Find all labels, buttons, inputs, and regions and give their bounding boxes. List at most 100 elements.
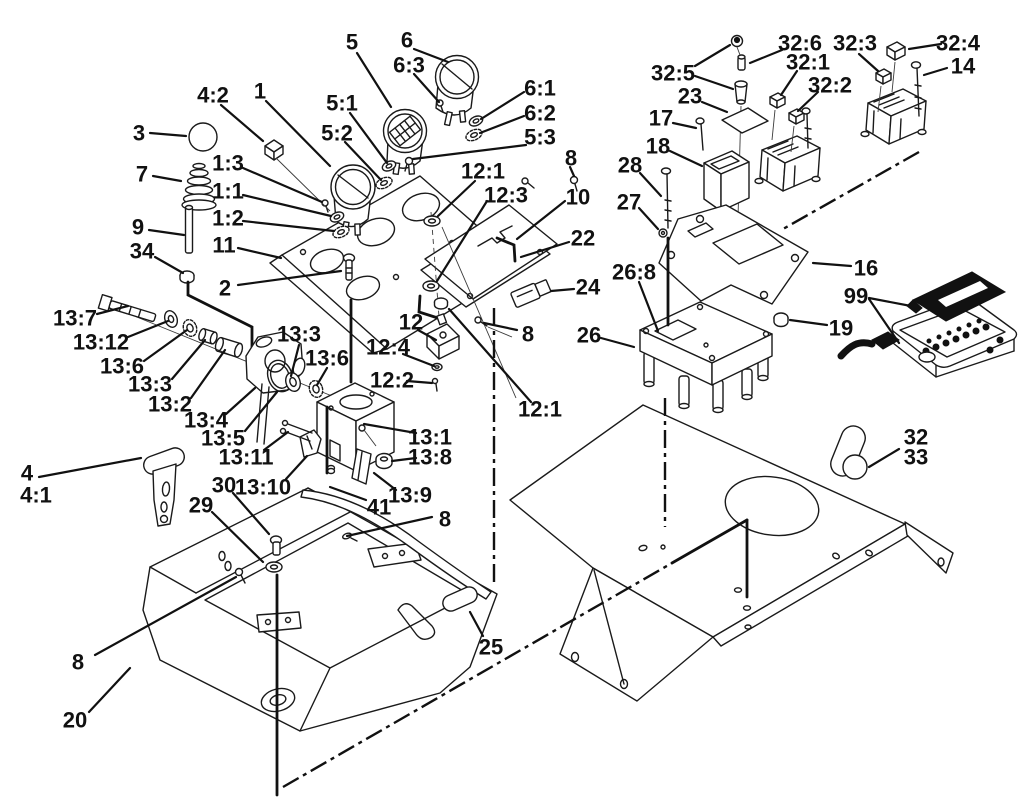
leader-1-3 — [241, 166, 324, 204]
callout-1-4: 1 — [254, 79, 266, 104]
callout-5-2-6: 5:2 — [321, 121, 353, 146]
callout-6-1-7: 6:1 — [524, 76, 556, 101]
plate-13-9 — [351, 448, 372, 485]
callout-8-10: 8 — [565, 146, 577, 171]
callout-4-45: 4 — [21, 461, 34, 486]
leader-1-2 — [241, 219, 336, 233]
callout-27-61: 27 — [617, 190, 641, 215]
leader-32-2 — [796, 90, 820, 113]
leader-13-3 — [289, 343, 301, 378]
hardware-axis — [430, 211, 441, 331]
callout-12-3-17: 12:3 — [484, 183, 528, 208]
leader-99 — [867, 296, 913, 308]
callout-13-6-33: 13:6 — [305, 346, 349, 371]
callout-28-60: 28 — [618, 153, 642, 178]
console-screw-30 — [269, 535, 283, 556]
callout-13-5-31: 13:5 — [201, 426, 245, 451]
leader-26-8 — [637, 280, 660, 333]
callout-6-3-2: 6:3 — [393, 53, 425, 78]
screws-13-11 — [279, 419, 313, 442]
callout-13-7-25: 13:7 — [53, 306, 97, 331]
lockwasher-13-6a — [182, 319, 198, 337]
screw-14 — [910, 61, 922, 117]
callout-32-2-56: 32:2 — [808, 73, 852, 98]
mounting-plate-16 — [658, 204, 809, 305]
leader-41 — [328, 485, 368, 502]
leader-13-9 — [372, 471, 398, 492]
callout-12-1-16: 12:1 — [461, 159, 505, 184]
leader-12-2 — [405, 379, 434, 385]
leader-13-10 — [284, 454, 309, 481]
callout-13-12-26: 13:12 — [73, 330, 129, 355]
callout-12-2-36: 12:2 — [370, 368, 414, 393]
leader-5-2 — [343, 140, 383, 182]
leader-12-1 — [447, 307, 533, 404]
flasher-18 — [703, 150, 750, 212]
screw-28 — [660, 167, 672, 229]
leader-32 — [867, 447, 901, 469]
callout-41-44: 41 — [367, 495, 391, 520]
callout-13-2-29: 13:2 — [148, 392, 192, 417]
callout-13-6-27: 13:6 — [100, 354, 144, 379]
leader-34 — [153, 255, 185, 275]
washer-12-4 — [431, 362, 443, 372]
fuse-32-2 — [788, 108, 805, 153]
bolt-13-7 — [97, 293, 157, 323]
callout-4-2-3: 4:2 — [197, 83, 229, 108]
connector-24 — [510, 279, 552, 308]
leader-16 — [811, 261, 853, 268]
callout-12-4-35: 12:4 — [366, 335, 411, 360]
screw-2 — [342, 253, 356, 281]
callout-99-66: 99 — [844, 284, 868, 309]
callout-13-3-28: 13:3 — [128, 372, 172, 397]
fuse-32-3 — [875, 68, 892, 113]
screw-8-mid — [474, 316, 513, 338]
leader-23 — [700, 100, 729, 114]
shift-knob — [188, 122, 218, 152]
keypad-99 — [837, 271, 1018, 378]
callout-8-49: 8 — [439, 507, 451, 532]
leader-30 — [231, 491, 271, 536]
callout-13-11-39: 13:11 — [218, 445, 273, 470]
leader-8 — [345, 515, 434, 538]
leader-32-6 — [748, 48, 784, 65]
control-rod — [184, 204, 194, 254]
leader-4-2 — [219, 103, 265, 143]
sleeve-13-2 — [214, 336, 244, 358]
callout-24-24: 24 — [576, 275, 601, 300]
leader-12-4 — [401, 352, 436, 368]
callout-6-1: 6 — [401, 28, 413, 53]
nut-19 — [773, 312, 789, 328]
callout-1-1-14: 1:1 — [212, 179, 244, 204]
callout-5-3-9: 5:3 — [524, 125, 556, 150]
screw-8-panel — [521, 177, 535, 189]
callout-17-58: 17 — [649, 106, 673, 131]
leader-6-3 — [412, 72, 441, 104]
callout-12-34: 12 — [399, 310, 423, 335]
leader-17 — [671, 121, 698, 130]
leader-lines — [37, 42, 949, 714]
callout-1-2-15: 1:2 — [212, 206, 244, 231]
callout-6-2-8: 6:2 — [524, 101, 556, 126]
nut-12-1-lower — [433, 297, 449, 310]
callout-32-6-54: 32:6 — [778, 31, 822, 56]
washer-12-1 — [423, 215, 441, 227]
leader-13-1 — [362, 422, 418, 435]
grip-32-33 — [830, 425, 868, 480]
nut-5-1 — [381, 160, 397, 172]
screw-12-2 — [431, 377, 439, 392]
sub-panel-gasket — [417, 204, 558, 321]
leader-13-8 — [390, 456, 418, 463]
leader-13-11 — [262, 430, 290, 452]
leader-2 — [236, 269, 343, 287]
fuse-32-4 — [886, 41, 906, 93]
leader-24 — [549, 287, 576, 293]
bumper-25 — [442, 586, 478, 612]
leader-25 — [468, 610, 485, 638]
leader-32-1 — [779, 69, 799, 97]
leader-12-3 — [435, 199, 489, 283]
leader-32-4 — [907, 42, 943, 51]
leader-13-7 — [95, 304, 130, 316]
callout-23-57: 23 — [678, 84, 702, 109]
